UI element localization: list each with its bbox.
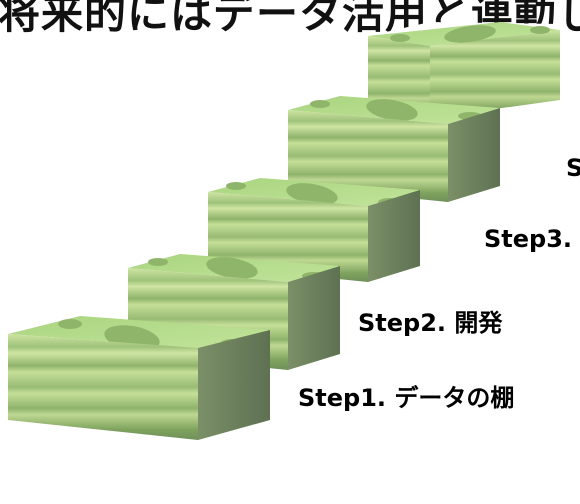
cash-stack-4 xyxy=(288,96,500,202)
step-1-label: Step1. データの棚 xyxy=(298,384,515,412)
step-2-label: Step2. 開発 xyxy=(358,309,503,337)
step-4-label: S xyxy=(566,154,580,182)
cash-stack-1 xyxy=(8,316,270,440)
cash-stack-5 xyxy=(368,22,560,118)
step-3-label: Step3. xyxy=(484,225,573,253)
